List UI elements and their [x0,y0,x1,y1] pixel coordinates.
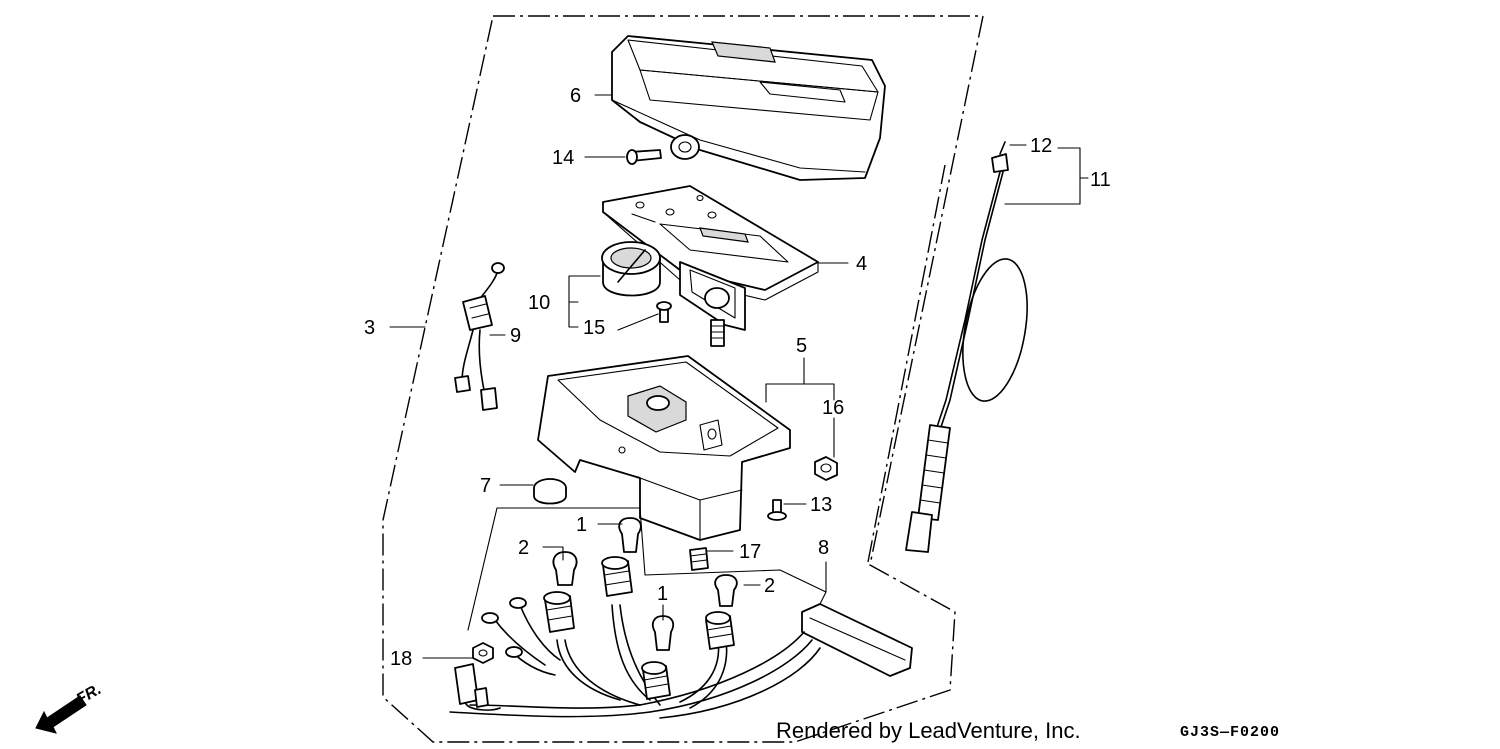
callout-13: 13 [810,494,832,516]
screw-14 [626,149,662,165]
grommet-7 [533,478,567,505]
callout-10: 10 [528,292,550,314]
callout-11: 11 [1090,169,1111,191]
callout-14: 14 [552,147,574,169]
indicator-unit [601,241,661,297]
callout-8: 8 [818,537,829,559]
nut-18 [472,642,494,664]
callout-9: 9 [510,325,521,347]
callout-3: 3 [364,317,375,339]
bulb-2-right [714,574,738,607]
terminals [454,597,527,711]
wire-harness [449,603,913,719]
callout-18: 18 [390,648,412,670]
diagram-code: GJ3S—F0200 [1180,724,1280,741]
socket-left [543,591,575,633]
callout-2-right: 2 [764,575,775,597]
socket-17 [689,547,709,571]
socket-center-bottom [641,661,671,700]
socket-right [705,611,735,650]
bulb-1-top [618,517,642,553]
bolt-13 [767,499,787,521]
callout-2-left: 2 [518,537,529,559]
bulb-1-bottom [651,615,675,651]
callout-4: 4 [856,253,867,275]
callout-5: 5 [796,335,807,357]
callout-6: 6 [570,85,581,107]
callout-15: 15 [583,317,605,339]
callout-7: 7 [480,475,491,497]
socket-harness [454,262,505,411]
cable-boundary [867,164,946,563]
speedometer-cable [905,141,1028,553]
leader-lines [389,94,1089,659]
assembly-boundary [382,15,984,743]
front-arrow-icon [35,695,87,734]
callout-17: 17 [739,541,761,563]
screw-15 [656,301,672,323]
render-credit: Rendered by LeadVenture, Inc. [776,718,1081,743]
meter-cover [611,35,886,181]
meter-plate [602,185,819,347]
callout-1-top: 1 [576,514,587,536]
callout-12: 12 [1030,135,1052,157]
meter-case [537,355,791,541]
front-direction-marker: FR. [35,681,104,734]
socket-center-top [601,556,633,597]
callout-1-bottom: 1 [657,583,668,605]
callout-16: 16 [822,397,844,419]
bulb-2-left [552,551,578,586]
nut-16 [814,456,838,481]
